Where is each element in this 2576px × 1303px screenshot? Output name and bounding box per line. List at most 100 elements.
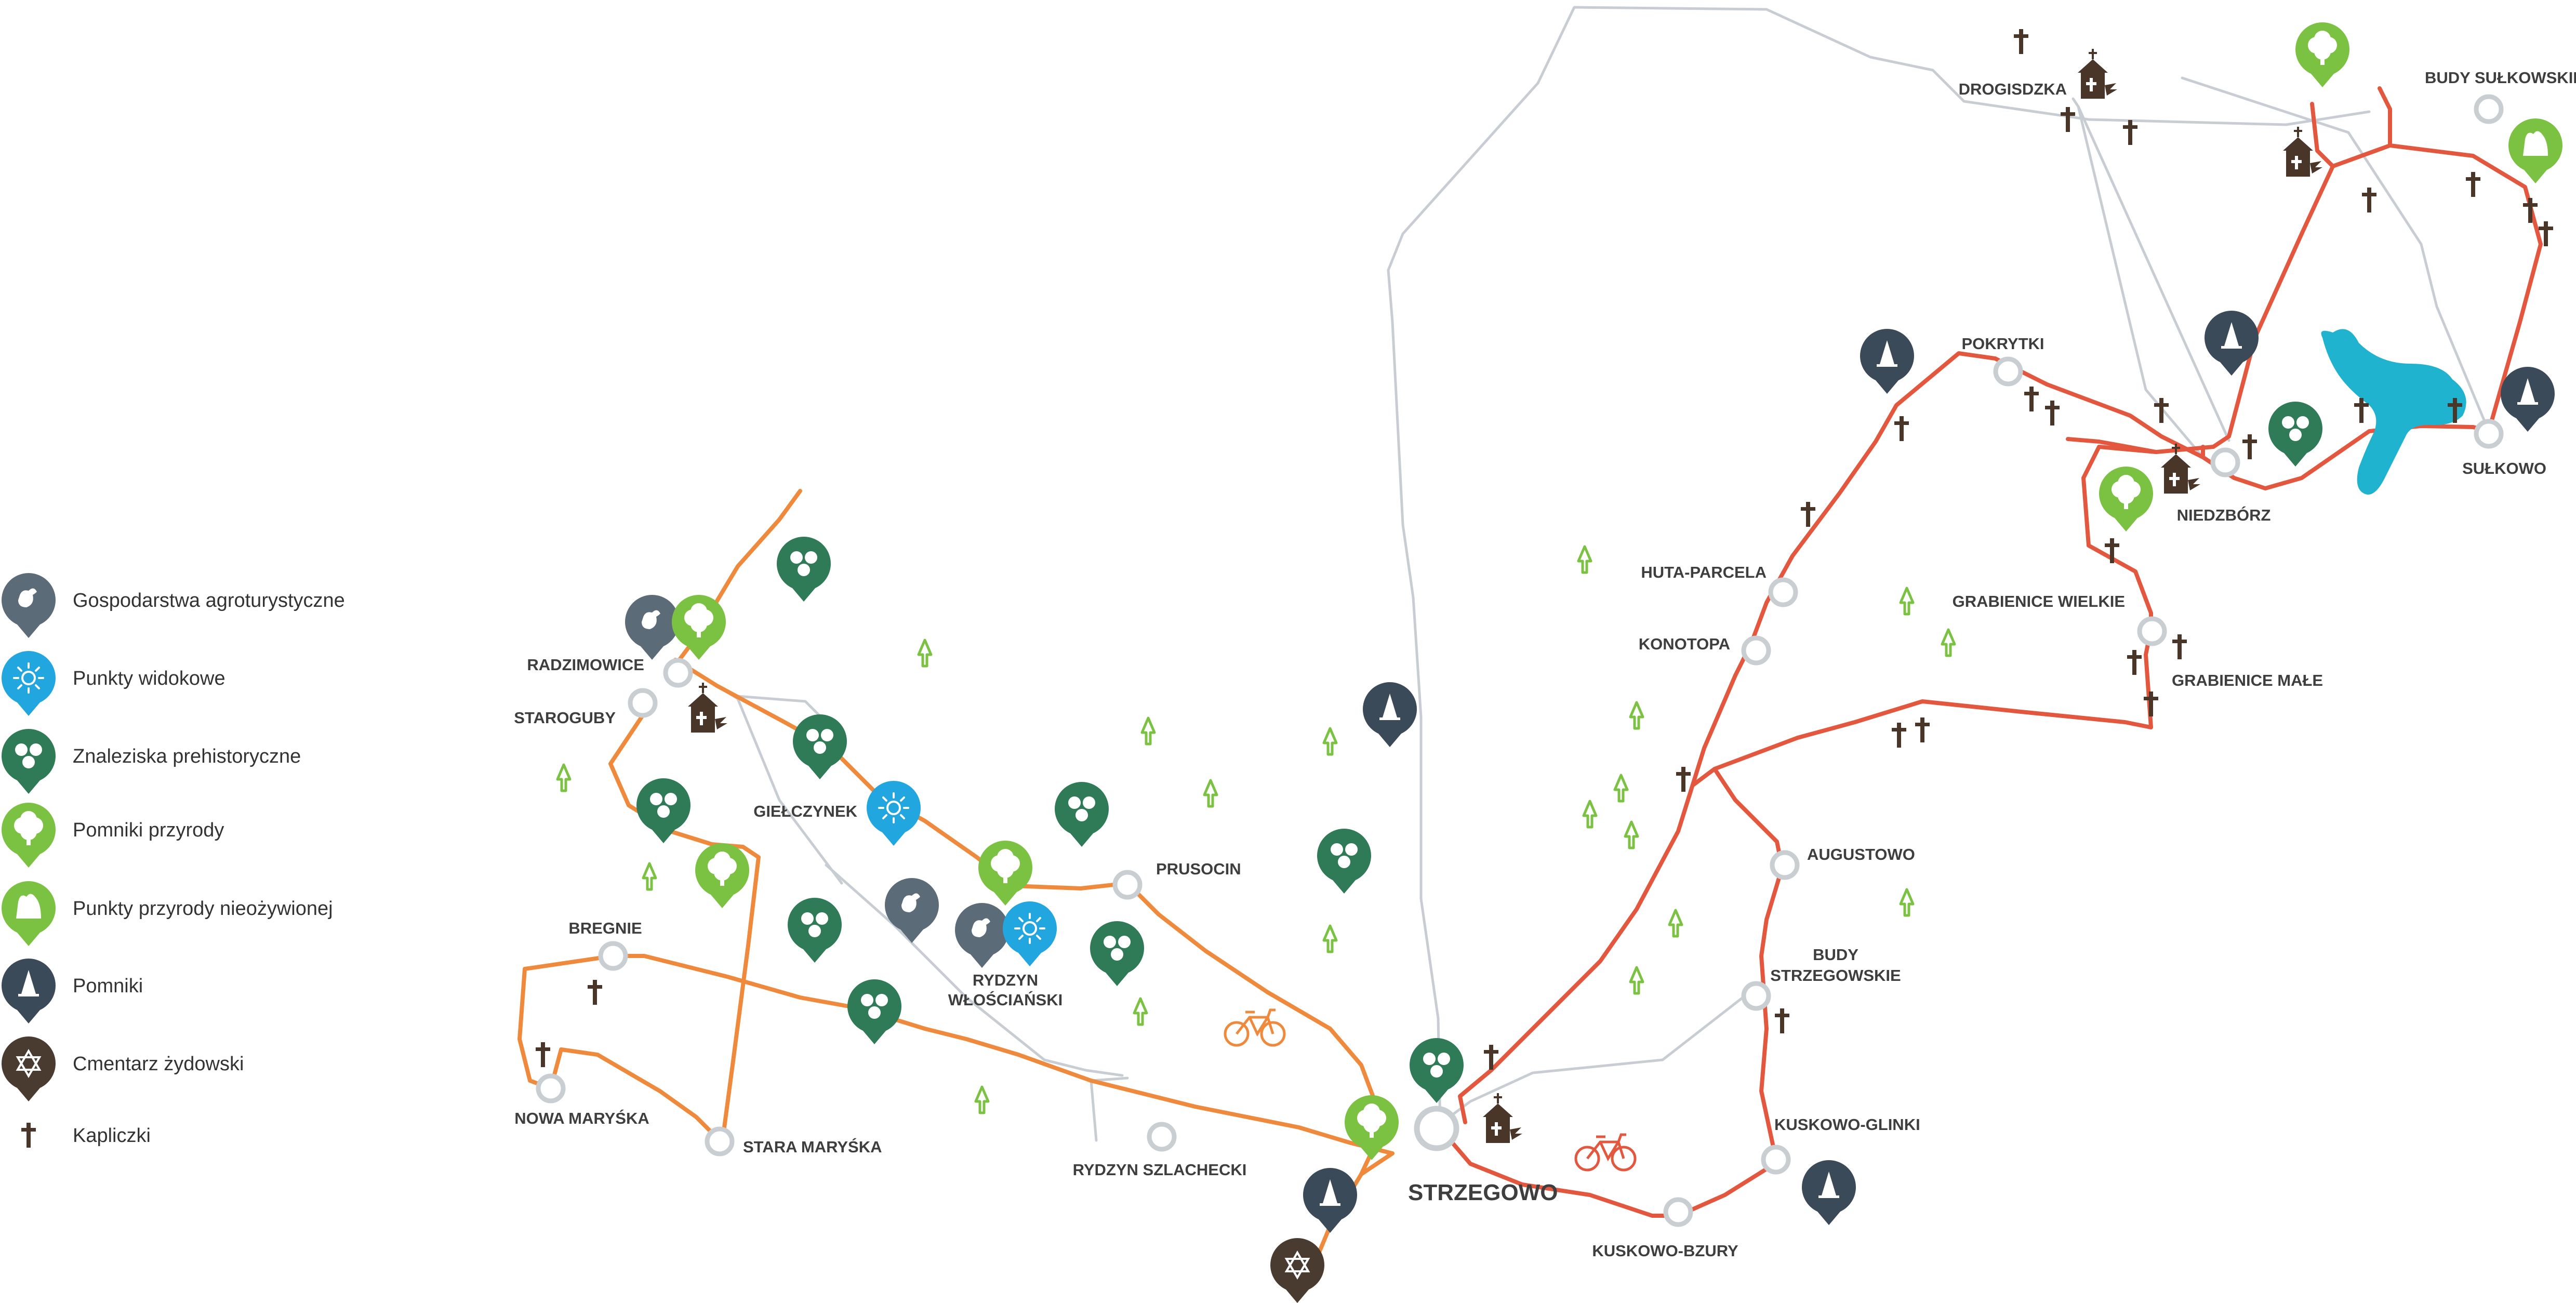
chapel-cross-icon	[1676, 767, 1691, 792]
legend-label: Pomniki	[73, 975, 143, 997]
monument-pin[interactable]	[2501, 367, 2555, 432]
legend-item: Kapliczki	[21, 1123, 151, 1148]
forest-tree-icon	[1584, 801, 1596, 827]
nature-monument-pin[interactable]	[695, 843, 749, 908]
inanimate-nature-pin[interactable]	[2508, 118, 2562, 183]
village-ring[interactable]	[598, 941, 628, 971]
red-bike-route	[1437, 86, 2543, 1218]
village-ring[interactable]	[1663, 1197, 1693, 1227]
chapel-cross-icon	[2362, 188, 2376, 212]
agro-farm-pin[interactable]	[955, 903, 1009, 968]
place-label: BUDY	[1813, 946, 1858, 964]
village-ring[interactable]	[1741, 981, 1771, 1011]
prehistoric-finds-pin[interactable]	[1055, 782, 1109, 847]
village-ring[interactable]	[1112, 870, 1143, 900]
village-ring[interactable]	[2210, 447, 2240, 477]
village-ring[interactable]	[2474, 94, 2504, 124]
orange-bike-icon	[1224, 1008, 1286, 1047]
prehistoric-finds-pin[interactable]	[1090, 921, 1144, 986]
village-ring[interactable]	[2137, 616, 2167, 646]
monument-pin[interactable]	[1363, 682, 1417, 747]
village-markers	[536, 94, 2504, 1227]
monument-pin[interactable]	[1303, 1168, 1357, 1233]
viewpoint-pin[interactable]	[867, 781, 921, 846]
village-ring[interactable]	[1741, 635, 1771, 666]
nature-monument-pin[interactable]	[1345, 1095, 1399, 1160]
agro-farm-pin[interactable]	[625, 595, 679, 660]
legend-label: Gospodarstwa agroturystyczne	[73, 590, 345, 611]
chapel-cross-icon	[536, 1042, 550, 1067]
village-ring[interactable]	[2474, 419, 2504, 449]
legend-label: Pomniki przyrody	[73, 819, 224, 841]
forest-tree-icon	[1630, 702, 1643, 728]
chapel-cross-icon	[1892, 723, 1906, 748]
monument-pin[interactable]	[2205, 311, 2259, 376]
legend-label: Punkty widokowe	[73, 668, 225, 689]
viewpoint-pin[interactable]	[1003, 901, 1057, 966]
prehistoric-finds-pin[interactable]	[777, 537, 831, 602]
village-ring[interactable]	[663, 658, 693, 688]
prehistoric-finds-pin[interactable]	[1317, 829, 1371, 894]
legend-item: Pomniki	[2, 959, 143, 1023]
forest-tree-icon	[1669, 910, 1682, 936]
village-ring[interactable]	[705, 1126, 735, 1156]
church-icon	[2078, 49, 2117, 99]
chapel-cross-icon	[1801, 502, 1815, 527]
forest-tree-icon	[919, 640, 931, 666]
monument-pin[interactable]	[1860, 329, 1914, 394]
nature-monument-pin[interactable]	[2295, 22, 2349, 87]
forest-tree-icon	[1630, 967, 1643, 993]
place-label: BREGNIE	[568, 919, 642, 937]
place-label: GRABIENICE WIELKIE	[1953, 592, 2125, 610]
jewish-cemetery-pin[interactable]	[1270, 1238, 1324, 1303]
forest-tree-icon	[976, 1087, 988, 1113]
prehistoric-finds-pin[interactable]	[793, 714, 847, 779]
prehistoric-finds-pin[interactable]	[2268, 402, 2322, 467]
monument-icon	[2, 959, 56, 1023]
village-ring[interactable]	[1414, 1106, 1459, 1151]
legend-label: Kapliczki	[73, 1125, 151, 1147]
forest-markers	[557, 547, 1955, 1113]
village-ring[interactable]	[628, 688, 658, 718]
place-label: STAROGUBY	[514, 709, 616, 727]
forest-tree-icon	[1324, 926, 1336, 952]
place-label: GRABIENICE MAŁE	[2172, 671, 2323, 689]
forest-tree-icon	[1134, 999, 1147, 1025]
chapel-cross-icon	[1894, 416, 1909, 441]
village-ring[interactable]	[536, 1073, 566, 1103]
nature-monument-pin[interactable]	[2099, 467, 2153, 531]
prehistoric-finds-icon	[2, 729, 56, 794]
chapel-cross-icon	[21, 1123, 36, 1148]
place-label: PRUSOCIN	[1156, 860, 1241, 878]
sulkowo-lake	[2321, 329, 2466, 495]
village-ring[interactable]	[1147, 1122, 1177, 1152]
church-icon	[1483, 1093, 1522, 1143]
nature-monument-pin[interactable]	[978, 841, 1032, 906]
chapel-cross-icon	[2466, 172, 2480, 197]
village-ring[interactable]	[1993, 356, 2023, 387]
prehistoric-finds-pin[interactable]	[847, 979, 901, 1044]
place-label: AUGUSTOWO	[1807, 845, 1915, 863]
road-network	[674, 6, 2490, 1142]
chapel-cross-icon	[2242, 434, 2257, 459]
chapel-cross-icon	[2127, 650, 2142, 675]
prehistoric-finds-pin[interactable]	[788, 898, 842, 963]
place-label-main: STRZEGOWO	[1408, 1180, 1558, 1205]
agro-farm-pin[interactable]	[885, 878, 939, 943]
nature-monument-pin[interactable]	[672, 595, 726, 660]
village-ring[interactable]	[1770, 850, 1800, 880]
place-label: DROGISDZKA	[1959, 80, 2067, 98]
prehistoric-finds-pin[interactable]	[1410, 1038, 1464, 1103]
place-label: STRZEGOWSKIE	[1770, 966, 1901, 985]
map-legend: Gospodarstwa agroturystyczne Punkty wido…	[2, 573, 345, 1148]
legend-label: Cmentarz żydowski	[73, 1053, 244, 1075]
monument-pin[interactable]	[1802, 1160, 1856, 1225]
forest-tree-icon	[1901, 889, 1913, 915]
place-labels: RADZIMOWICE STAROGUBY GIEŁCZYNEK PRUSOCI…	[514, 69, 2576, 1260]
place-label: BUDY SUŁKOWSKIE	[2425, 69, 2576, 87]
nature-monument-icon	[2, 803, 56, 868]
place-label: KUSKOWO-BZURY	[1592, 1242, 1738, 1260]
village-ring[interactable]	[1761, 1145, 1791, 1175]
viewpoint-icon	[2, 651, 56, 716]
village-ring[interactable]	[1768, 577, 1798, 607]
